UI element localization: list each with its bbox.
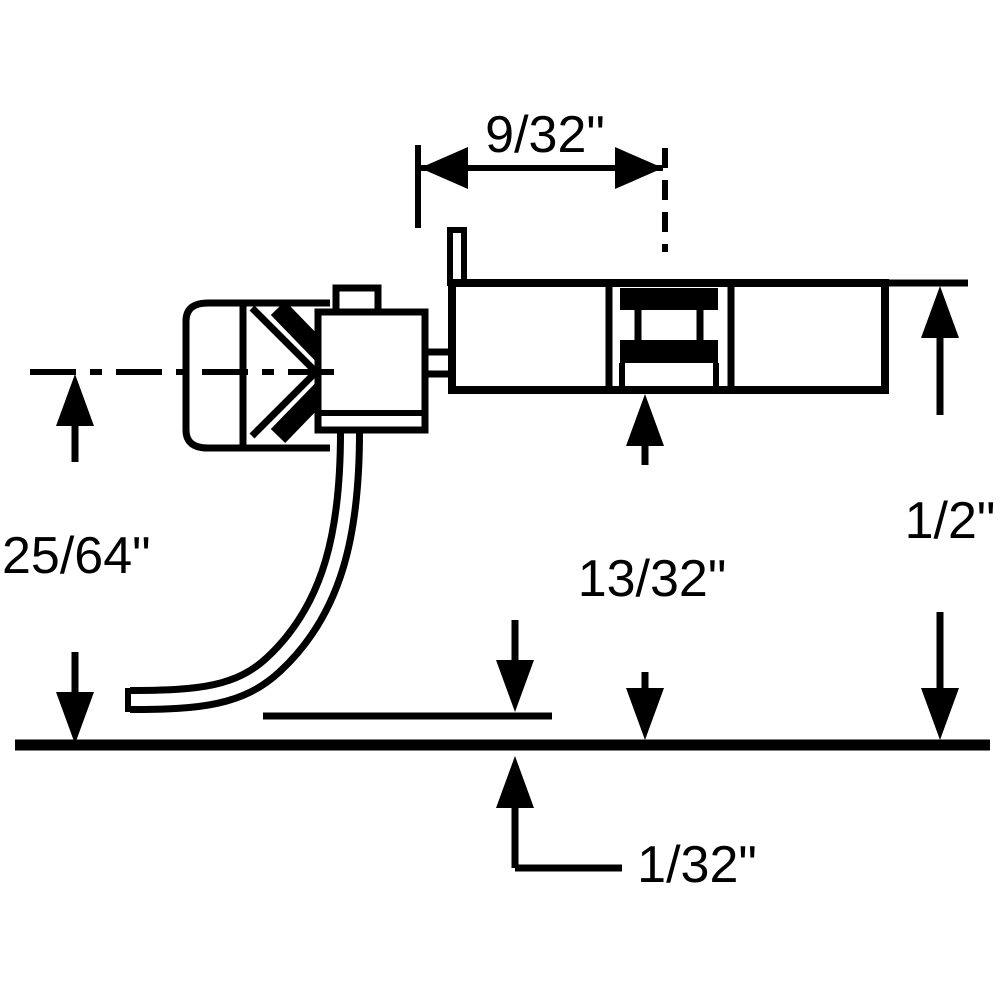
dimension-1-2: 1/2" [905,286,996,740]
dimension-label-1-32: 1/32" [637,836,757,894]
box-front-tab [447,227,467,286]
box-inner-detail [605,283,735,390]
arrowhead-up-icon [921,286,959,338]
dimension-label-25-64: 25/64" [2,527,151,585]
arrowhead-right-icon [615,147,663,189]
arrowhead-up-icon [626,394,664,446]
dimension-label-13-32: 13/32" [578,550,727,608]
dimension-25-64: 25/64" [2,374,151,744]
dimension-label-1-2: 1/2" [905,492,996,550]
trip-pin [125,431,363,713]
dimension-label-9-32: 9/32" [485,106,605,164]
arrowhead-down-icon [626,688,664,740]
draft-gear-box [447,227,968,394]
shank-top-lug [332,284,382,316]
arrowhead-down-icon [921,688,959,740]
arrowhead-left-icon [420,147,468,189]
arrowhead-up-icon [496,756,534,808]
trip-pin-inner [129,431,356,706]
detail-top-bar [620,288,718,310]
arrowhead-down-icon [496,660,534,712]
coupler-head [182,284,452,452]
trip-pin-outer [129,431,363,713]
detail-bottom-bar [620,340,718,363]
head-outline [182,299,330,452]
dimension-13-32: 13/32" [578,394,727,740]
arrowhead-up-icon [56,374,94,426]
dimension-9-32: 9/32" [415,106,668,252]
arrowhead-down-icon [56,692,94,744]
dimension-1-32: 1/32" [496,620,757,894]
